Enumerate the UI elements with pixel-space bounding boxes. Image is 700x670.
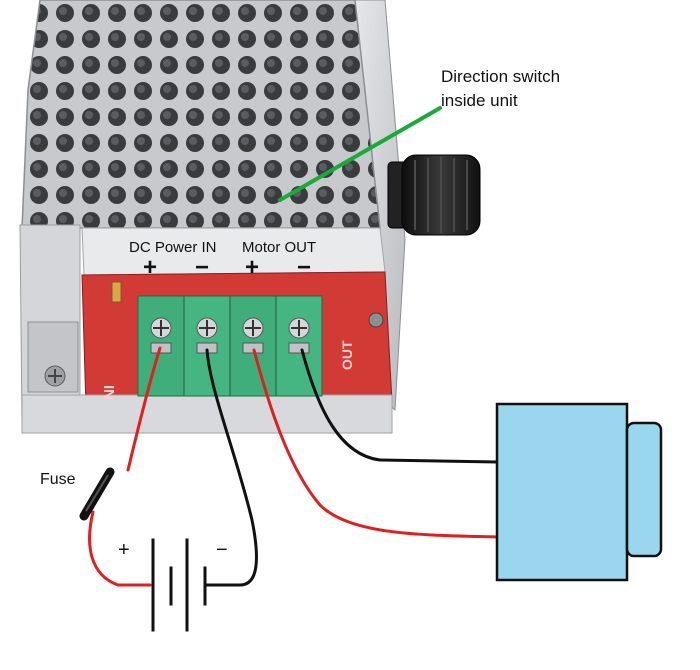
- wire-motor-negative: [300, 348, 499, 464]
- terminal-screws: [150, 317, 310, 354]
- fuse-label: Fuse: [40, 471, 76, 488]
- wire-power-negative: [203, 348, 258, 587]
- case-front-plate: [81, 227, 386, 276]
- wire-power-positive-upper: [126, 346, 162, 472]
- mounting-screw-right: [368, 312, 384, 328]
- label-out-minus: −: [297, 254, 311, 281]
- pcb-component: [111, 281, 122, 303]
- label-motor-out: Motor OUT: [242, 239, 316, 256]
- wire-power-positive-lower: [88, 510, 152, 587]
- pcb-label-out: OUT: [339, 340, 355, 370]
- motor: [495, 402, 663, 582]
- battery-minus-label: −: [216, 539, 228, 561]
- label-dc-power-in: DC Power IN: [129, 239, 217, 256]
- fuse: [79, 467, 115, 521]
- direction-switch-label-line2: inside unit: [441, 91, 518, 110]
- direction-switch-pointer: [278, 106, 442, 202]
- wire-motor-positive: [252, 348, 499, 539]
- case-perforated-top: [21, 0, 381, 229]
- label-in-plus: +: [143, 254, 157, 281]
- pcb-label-in: IN: [100, 385, 117, 400]
- label-in-minus: −: [195, 254, 209, 281]
- label-out-plus: +: [245, 254, 259, 281]
- speed-knob[interactable]: [387, 154, 481, 236]
- controller-unit: IN OUT DC Power I: [19, 0, 406, 434]
- direction-switch-label-line1: Direction switch: [441, 67, 560, 86]
- battery-symbol: [151, 538, 207, 632]
- battery-plus-label: +: [118, 539, 130, 561]
- terminal-block: [137, 295, 323, 397]
